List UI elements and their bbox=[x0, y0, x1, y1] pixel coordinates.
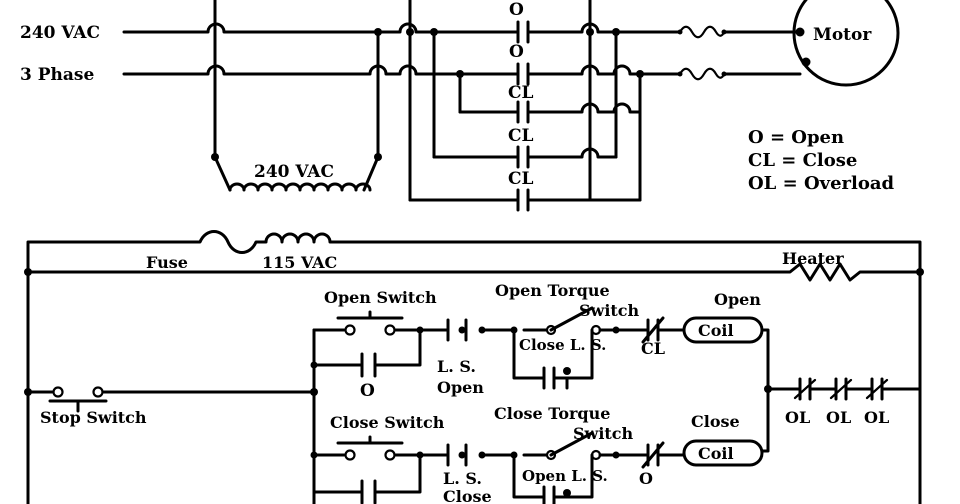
overload-label: OL bbox=[864, 408, 889, 427]
close-coil-label: Coil bbox=[698, 444, 734, 463]
open-holding-contact-label: O bbox=[360, 381, 375, 401]
ls-open-label: L. S. bbox=[437, 357, 476, 376]
overload-label: OL bbox=[785, 408, 810, 427]
close-interlock-label: O bbox=[639, 469, 653, 488]
open-switch-label: Open Switch bbox=[324, 288, 437, 307]
ls-close-label: Close bbox=[443, 487, 492, 504]
motor-symbol bbox=[792, 0, 900, 87]
heater-label: Heater bbox=[782, 249, 844, 268]
close-coil-title: Close bbox=[691, 412, 740, 431]
contact-label: CL bbox=[508, 83, 534, 103]
legend-open: O = Open bbox=[748, 127, 844, 148]
motor-label: Motor bbox=[813, 25, 872, 45]
close-switch-label: Close Switch bbox=[330, 413, 445, 432]
close-coil bbox=[682, 439, 764, 467]
legend-overload: OL = Overload bbox=[748, 173, 895, 194]
supply-phase-label: 3 Phase bbox=[20, 65, 94, 85]
ls-close-label: L. S. bbox=[443, 469, 482, 488]
contact-label: CL bbox=[508, 169, 534, 189]
stop-switch-label: Stop Switch bbox=[40, 408, 147, 427]
control-circuit: Fuse 115 VAC Heater Stop Switch Open Swi… bbox=[24, 230, 924, 504]
contact-label: O bbox=[509, 0, 524, 20]
close-ls-bypass-label: Close L. S. bbox=[519, 336, 606, 354]
close-torque-label: Close Torque bbox=[494, 404, 610, 423]
phase-line-1 bbox=[122, 22, 802, 34]
transformer-voltage-label: 240 VAC bbox=[254, 162, 334, 182]
transformer-coil bbox=[228, 182, 372, 192]
fuse-label: Fuse bbox=[146, 253, 188, 272]
close-torque-label: Switch bbox=[573, 424, 634, 443]
open-coil-title: Open bbox=[714, 290, 761, 309]
open-torque-label: Open Torque bbox=[495, 281, 610, 300]
overload-label: OL bbox=[826, 408, 851, 427]
supply-voltage-label: 240 VAC bbox=[20, 23, 100, 43]
open-interlock-label: CL bbox=[641, 339, 665, 358]
open-ls-bypass-label: Open L. S. bbox=[522, 467, 608, 485]
power-circuit: 240 VAC 3 Phase 240 VAC Motor O O CL CL … bbox=[20, 0, 900, 212]
legend-close: CL = Close bbox=[748, 150, 857, 171]
contact-label: CL bbox=[508, 126, 534, 146]
control-voltage-label: 115 VAC bbox=[262, 253, 337, 272]
ls-open-label: Open bbox=[437, 378, 484, 397]
contact-label: O bbox=[509, 42, 524, 62]
open-coil-label: Coil bbox=[698, 321, 734, 340]
open-torque-label: Switch bbox=[579, 301, 640, 320]
legend: O = Open CL = Close OL = Overload bbox=[748, 127, 895, 194]
